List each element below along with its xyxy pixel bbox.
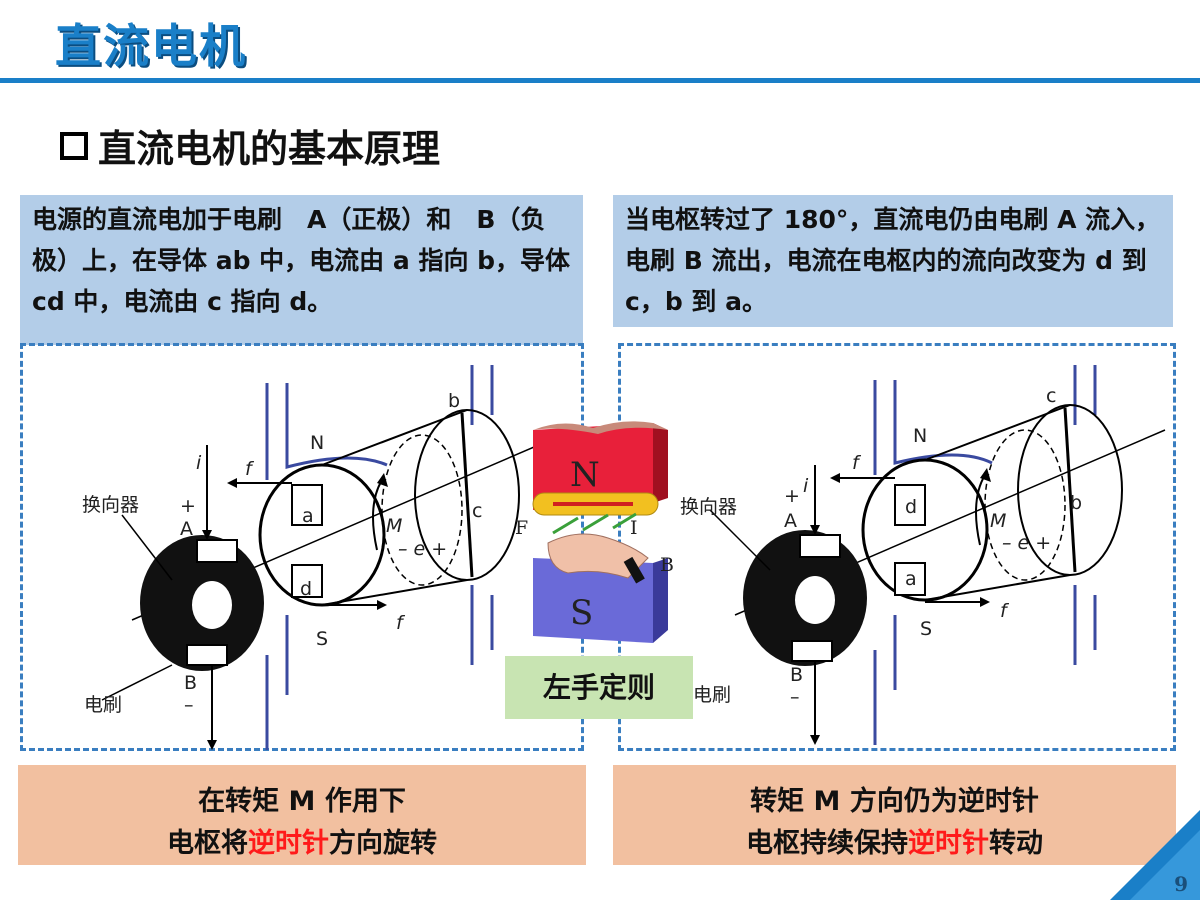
conductor-d-label-right: d xyxy=(905,496,918,518)
force-bottom-label: f xyxy=(396,612,403,634)
right-caption-line1: 转矩 M 方向仍为逆时针 xyxy=(750,786,1039,817)
right-caption-highlight: 逆时针 xyxy=(908,828,989,859)
left-hand-rule-label: 左手定则 xyxy=(505,656,693,719)
conductor-d-label: d xyxy=(300,578,313,600)
right-caption-pre: 电枢持续保持 xyxy=(746,828,908,859)
torque-label-right: M xyxy=(990,510,1007,532)
hand-b-label: B xyxy=(660,554,674,576)
north-pole-label: N xyxy=(310,432,325,454)
south-pole-label-right: S xyxy=(920,618,933,640)
right-caption-line2: 电枢持续保持逆时针转动 xyxy=(613,823,1176,865)
current-label: i xyxy=(196,452,202,474)
commutator-label: 换向器 xyxy=(82,494,140,516)
brush-b-label: B xyxy=(184,672,198,694)
brush-b-minus-label-right: – xyxy=(790,686,800,708)
right-caption: 转矩 M 方向仍为逆时针 电枢持续保持逆时针转动 xyxy=(613,765,1176,865)
commutator-label-right: 换向器 xyxy=(680,496,738,518)
hand-s-label: S xyxy=(570,593,594,633)
section-heading-text: 直流电机的基本原理 xyxy=(98,127,441,171)
conductor-c-label-right: c xyxy=(1046,385,1057,407)
page-title: 直流电机 xyxy=(55,19,247,73)
right-motor-diagram xyxy=(709,365,1166,745)
left-caption-post: 方向旋转 xyxy=(329,828,437,859)
left-caption-line1: 在转矩 M 作用下 xyxy=(198,786,406,817)
conductor-b-label: b xyxy=(448,390,461,412)
left-motor-diagram xyxy=(101,365,563,750)
right-description: 当电枢转过了 180°，直流电仍由电刷 A 流入，电刷 B 流出，电流在电枢内的… xyxy=(613,195,1173,327)
force-top-label: f xyxy=(245,458,252,480)
brush-a-label: A xyxy=(180,518,193,540)
emf-label: – e + xyxy=(398,538,448,560)
square-bullet-icon xyxy=(60,131,88,160)
south-pole-label: S xyxy=(316,628,329,650)
north-pole-label-right: N xyxy=(913,425,928,447)
force-top-label-right: f xyxy=(852,452,859,474)
brush-b-label-right: B xyxy=(790,664,804,686)
conductor-b-label-right: b xyxy=(1070,492,1083,514)
left-description: 电源的直流电加于电刷 A（正极）和 B（负极）上，在导体 ab 中，电流由 a … xyxy=(20,195,583,345)
brush-a-plus-label: + xyxy=(180,495,196,517)
title-divider xyxy=(0,78,1200,83)
conductor-a-label: a xyxy=(302,505,314,527)
conductor-a-label-right: a xyxy=(905,568,917,590)
brush-a-plus-label-right: + xyxy=(784,485,800,507)
left-hand-rule-figure xyxy=(532,421,668,643)
brush-label-right: 电刷 xyxy=(693,684,732,706)
right-caption-post: 转动 xyxy=(989,828,1043,859)
left-caption-pre: 电枢将 xyxy=(167,828,248,859)
hand-i-label: I xyxy=(630,517,638,539)
brush-label: 电刷 xyxy=(84,694,123,716)
torque-label: M xyxy=(386,515,403,537)
page-number: 9 xyxy=(1174,872,1188,896)
left-caption: 在转矩 M 作用下 电枢将逆时针方向旋转 xyxy=(18,765,586,865)
hand-n-label: N xyxy=(570,455,600,495)
corner-decoration xyxy=(1110,810,1200,900)
section-heading: 直流电机的基本原理 xyxy=(60,118,440,173)
left-caption-highlight: 逆时针 xyxy=(248,828,329,859)
emf-label-right: – e + xyxy=(1002,532,1052,554)
conductor-c-label: c xyxy=(472,500,483,522)
force-bottom-label-right: f xyxy=(1000,600,1007,622)
left-caption-line2: 电枢将逆时针方向旋转 xyxy=(18,823,586,865)
current-label-right: i xyxy=(803,475,809,497)
brush-b-minus-label: – xyxy=(184,694,194,716)
hand-f-label: F xyxy=(515,517,529,539)
brush-a-label-right: A xyxy=(784,510,797,532)
